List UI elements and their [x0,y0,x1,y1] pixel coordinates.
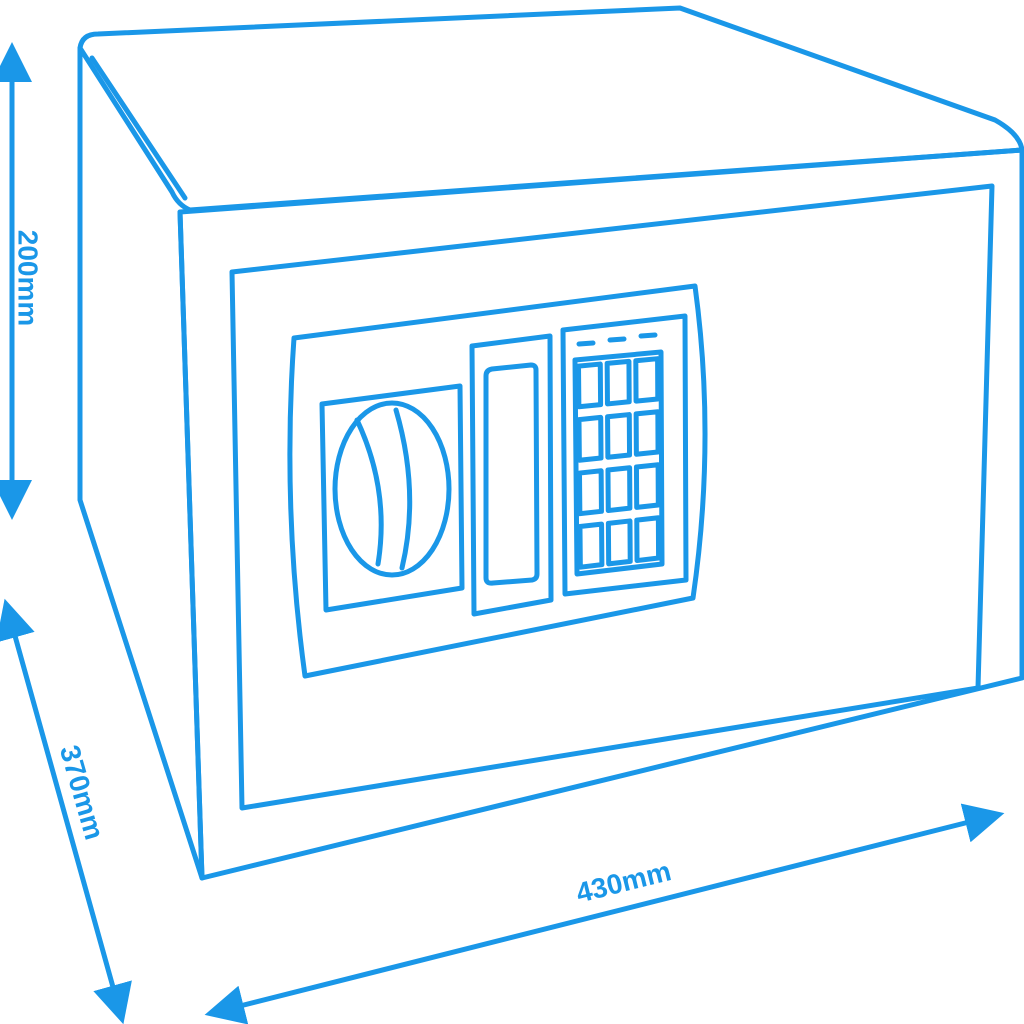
keypad-key[interactable] [576,468,604,517]
keypad-key[interactable] [577,521,605,570]
keypad-key[interactable] [634,515,662,564]
safe-left-face [77,45,205,881]
keypad-key[interactable] [604,358,632,407]
lock-panel [287,283,708,679]
keypad-keys[interactable] [572,349,665,577]
door-handle[interactable] [483,362,540,586]
safe-outline [77,5,1024,881]
display-indicator-dash [576,340,596,347]
display-indicator-dash [638,332,658,339]
safe-front-face [177,147,1024,881]
keypad-key[interactable] [633,462,661,510]
keypad-key[interactable] [575,361,604,410]
keypad-key[interactable] [605,465,633,514]
rotary-knob-assembly[interactable] [319,383,465,613]
keypad-key[interactable] [605,518,633,567]
keypad-housing [560,313,689,597]
keypad-display-indicators [576,332,658,347]
height-dimension-label: 200mm [13,230,44,327]
depth-dimension-arrow [0,598,132,1024]
keypad-assembly [560,313,689,597]
keypad-grid-outline [572,349,665,577]
knob-grip-ridge-right [393,407,413,571]
keypad-key[interactable] [605,412,633,460]
handle-housing [469,333,554,617]
keypad-key[interactable] [633,356,661,404]
knob-housing [319,383,465,613]
safe-top-face [77,5,1024,213]
width-dimension-arrow [204,803,1005,1024]
safe-door-frame [229,183,995,811]
keypad-key[interactable] [576,414,604,463]
knob-grip-ridge-left [354,417,384,567]
lock-panel-outline [287,283,708,679]
keypad-key[interactable] [633,409,661,457]
display-indicator-dash [607,336,627,343]
depth-dimension-label: 370mm [54,742,110,843]
door-handle-assembly[interactable] [469,333,554,617]
rotary-knob[interactable] [332,400,452,578]
safe-top-front-edge [89,55,188,201]
